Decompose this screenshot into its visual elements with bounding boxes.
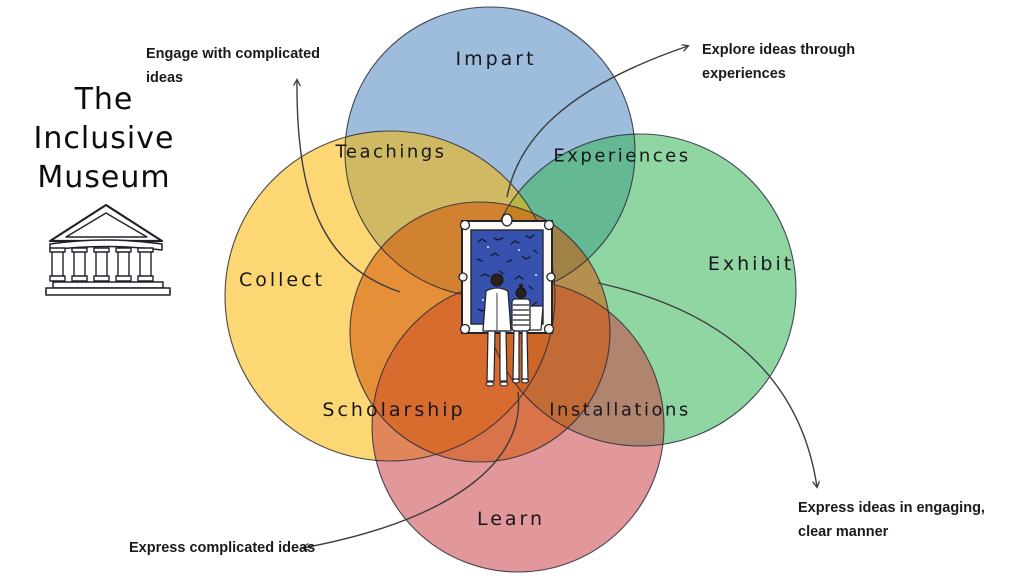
venn-label-impart: Impart (455, 48, 537, 70)
shirt-stripes (513, 304, 529, 326)
museum-building-icon (45, 203, 171, 296)
annotation-explore: Explore ideas through experiences (702, 42, 856, 82)
annotation-express-clear: Express ideas in engaging, clear manner (798, 500, 985, 540)
arrow-engage (297, 80, 401, 293)
venn-label-collect: Collect (238, 269, 326, 291)
annotation-arrows (297, 46, 817, 548)
venn-label-teachings: Teachings (335, 141, 447, 163)
venn-circle-fills (225, 7, 796, 572)
venn-label-learn: Learn (476, 508, 546, 530)
title-line-2: Inclusive (33, 121, 175, 156)
venn-label-installations: Installations (549, 399, 691, 421)
visitor-right (511, 283, 544, 384)
frame-medallions (458, 213, 556, 335)
title-line-3: Museum (37, 160, 171, 195)
arrow-express-clear (597, 282, 817, 487)
page-title: The Inclusive Museum (18, 80, 190, 197)
tote-bag (528, 305, 544, 331)
title-line-1: The (74, 82, 134, 117)
painting-white-specks (482, 246, 537, 301)
venn-label-experiences: Experiences (553, 145, 691, 167)
annotation-express-complicated: Express complicated ideas (129, 540, 316, 556)
venn-label-exhibit: Exhibit (707, 253, 795, 275)
visitor-left (482, 273, 512, 387)
painting-viewers-illustration (458, 213, 556, 387)
arrow-express-complicated (303, 391, 520, 548)
arrow-explore (506, 46, 688, 198)
venn-label-scholarship: Scholarship (322, 399, 466, 421)
annotation-engage: Engage with complicated ideas (146, 46, 321, 86)
